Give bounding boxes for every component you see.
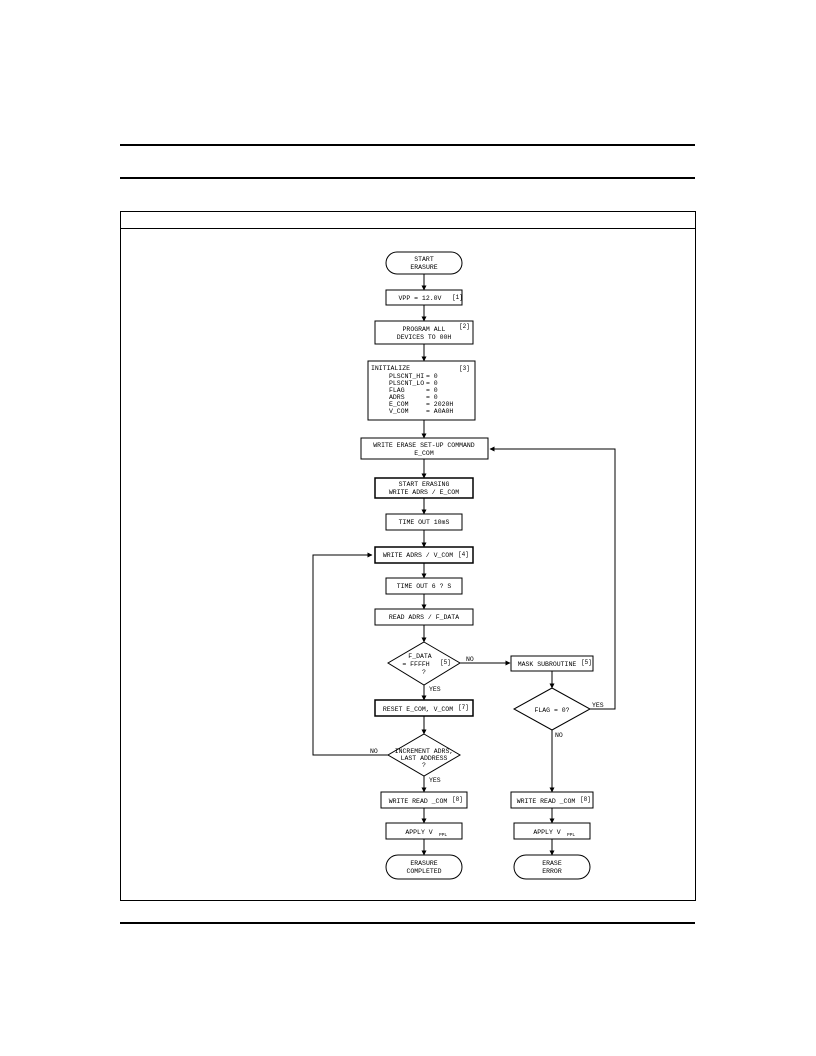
end-completed-terminal — [385, 854, 463, 880]
timeout1-box — [385, 513, 463, 531]
header-rule — [120, 177, 695, 179]
no-label-decision1: NO — [466, 656, 474, 663]
decision1-line2: = FFFFH — [402, 661, 429, 668]
init-var-name: PLSCNT_HI — [389, 373, 424, 380]
end-ok-line1: ERASURE — [410, 860, 437, 867]
apply-left-box — [385, 822, 463, 840]
start-terminal — [385, 251, 463, 275]
decision3-line1: INCREMENT ADRS, — [395, 748, 454, 755]
reset-label: RESET E_COM, V_COM — [383, 706, 453, 713]
end-error-terminal — [513, 854, 591, 880]
init-var-value: = A0A0H — [426, 408, 453, 415]
timeout2-label: TIME OUT 6 ? S — [397, 583, 452, 590]
write-read-right-box — [510, 791, 594, 809]
init-var-name: FLAG — [389, 387, 405, 394]
write-read-left-label: WRITE READ _COM — [389, 798, 448, 805]
decision-last-address — [387, 733, 461, 777]
mask-ref: [5] — [581, 659, 592, 666]
apply-right-sub: PPL — [567, 832, 575, 838]
reset-box — [374, 699, 474, 717]
decision1-ref: [5] — [440, 659, 451, 666]
yes-label-decision1: YES — [429, 686, 441, 693]
write-vcom-label: WRITE ADRS / V_COM — [383, 552, 453, 559]
decision1-line3: ? — [422, 669, 426, 676]
apply-left-label: APPLY V — [405, 829, 432, 836]
decision-fdata — [387, 641, 461, 686]
yes-label-decision3: YES — [429, 777, 441, 784]
setup-line2: E_COM — [414, 450, 434, 457]
read-adrs-label: READ ADRS / F_DATA — [389, 614, 459, 621]
no-label-decision2: NO — [555, 732, 563, 739]
setup-command-box — [360, 437, 489, 460]
write-read-left-box — [380, 791, 468, 809]
decision2-label: FLAG = 0? — [534, 707, 569, 714]
vpp-ref: [1] — [452, 294, 463, 301]
start-line2: ERASURE — [410, 264, 437, 271]
init-var-name: V_COM — [389, 408, 409, 415]
bottom-rule — [120, 922, 695, 924]
start-erasing-box — [374, 477, 474, 499]
init-var-value: = 0 — [426, 380, 438, 387]
read-adrs-box — [374, 608, 474, 626]
apply-left-sub: PPL — [439, 832, 447, 838]
no-label-decision3: NO — [370, 748, 378, 755]
init-var-name: ADRS — [389, 394, 405, 401]
end-err-line2: ERROR — [542, 868, 562, 875]
figure-header-bar — [121, 212, 695, 229]
reset-ref: [7] — [458, 704, 469, 711]
init-var-value: = 0 — [426, 387, 438, 394]
write-read-right-label: WRITE READ _COM — [517, 798, 576, 805]
init-var-name: E_COM — [389, 401, 409, 408]
timeout2-box — [385, 577, 463, 595]
init-title: INITIALIZE — [371, 365, 410, 372]
init-ref: [3] — [459, 365, 470, 372]
erasing-line1: START ERASING — [399, 481, 450, 488]
yes-label-decision2: YES — [592, 702, 604, 709]
mask-label: MASK SUBROUTINE — [518, 661, 577, 668]
arrow-decision2-loop — [489, 446, 616, 710]
end-err-line1: ERASE — [542, 860, 562, 867]
init-var-value: = 2020H — [426, 401, 453, 408]
init-var-value: = 0 — [426, 373, 438, 380]
arrow-decision3-loop — [312, 552, 388, 756]
setup-line1: WRITE ERASE SET-UP COMMAND — [373, 442, 475, 449]
start-line1: START — [414, 256, 434, 263]
initialize-box — [367, 360, 476, 421]
program-line2: DEVICES TO 00H — [397, 334, 452, 341]
decision-flag — [512, 687, 592, 731]
program-ref: [2] — [459, 323, 470, 330]
program-all-box — [374, 320, 474, 345]
program-line1: PROGRAM ALL — [403, 326, 446, 333]
timeout1-label: TIME OUT 10mS — [399, 519, 450, 526]
end-ok-line2: COMPLETED — [406, 868, 441, 875]
decision1-line1: F_DATA — [408, 653, 432, 660]
erasing-line2: WRITE ADRS / E_COM — [389, 489, 459, 496]
figure-frame — [120, 211, 696, 901]
vpp-label: VPP = 12.0V — [399, 295, 442, 302]
apply-right-box — [513, 822, 591, 840]
top-rule — [120, 144, 695, 146]
decision3-line3: ? — [422, 762, 426, 769]
init-var-value: = 0 — [426, 394, 438, 401]
init-var-name: PLSCNT_LO — [389, 380, 424, 387]
decision3-line2: LAST ADDRESS — [401, 755, 448, 762]
mask-subroutine-box — [510, 655, 594, 672]
write-read-left-ref: [8] — [452, 796, 463, 803]
write-vcom-box — [374, 546, 474, 564]
write-vcom-ref: [4] — [458, 551, 469, 558]
vpp-box — [385, 289, 463, 306]
apply-right-label: APPLY V — [533, 829, 560, 836]
write-read-right-ref: [8] — [580, 796, 591, 803]
